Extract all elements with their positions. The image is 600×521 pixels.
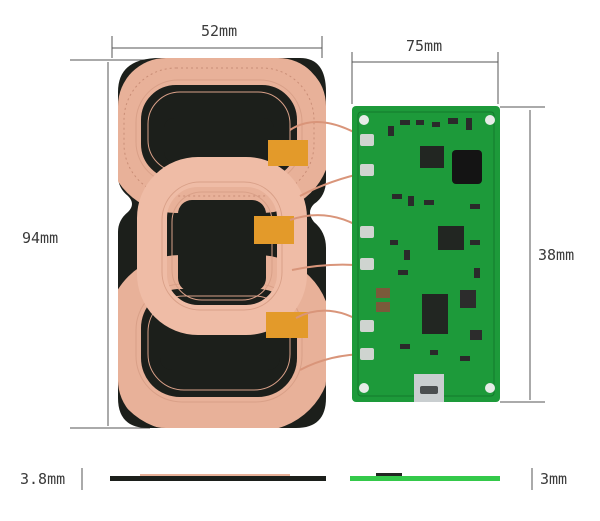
usb-port-icon [414,374,444,402]
mounting-hole [359,383,369,393]
pcb-side-profile [350,476,500,481]
coil-side-copper [140,474,290,476]
ic-chip [460,290,476,308]
coil-solder-pads [360,134,374,360]
pcb-side-component [376,473,402,476]
top-coil [118,58,326,213]
control-pcb [352,106,500,402]
mounting-hole [485,383,495,393]
inductor [452,150,482,184]
kapton-tape-top [268,140,308,166]
mosfet-chip [422,294,448,334]
mounting-hole [485,115,495,125]
board-height-label: 38mm [538,246,575,264]
coil-width-label: 52mm [201,22,238,40]
board-thickness-label: 3mm [540,470,568,488]
coil-side-profile [110,476,326,481]
kapton-tape-middle [254,216,294,244]
capacitor [376,288,390,298]
mounting-hole [359,115,369,125]
copper-coils [118,58,326,428]
capacitor [376,302,390,312]
dimension-guides [70,36,545,490]
ic-chip [420,146,444,168]
middle-coil [137,157,307,335]
coil-height-label: 94mm [22,229,59,247]
smd-components [388,118,480,361]
coil-thickness-label: 3.8mm [20,470,66,488]
side-profile [110,473,500,481]
controller-ic [438,226,464,250]
smd-component [470,330,482,340]
board-width-label: 75mm [406,37,443,55]
